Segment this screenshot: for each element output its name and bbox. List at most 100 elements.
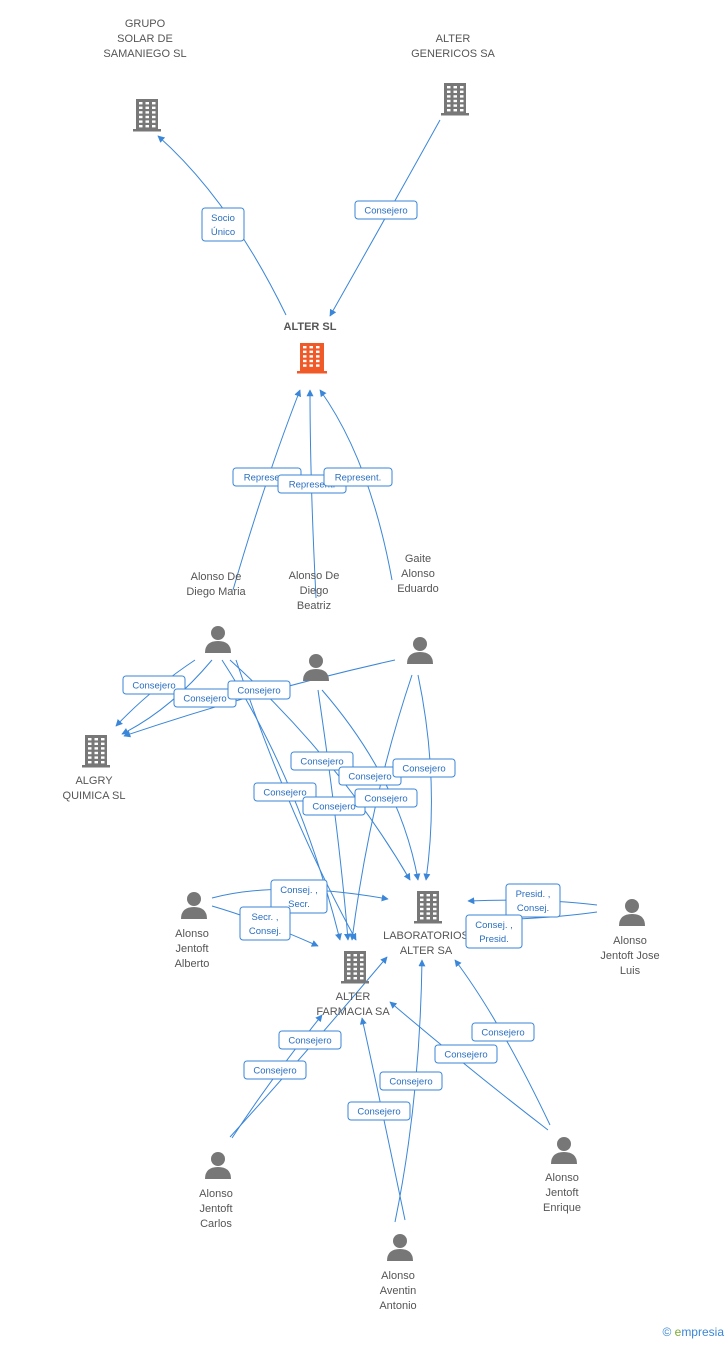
node-label-line: Enrique	[543, 1202, 581, 1214]
edge-label-line: Represent.	[335, 473, 381, 484]
node-alter[interactable]: ALTER SL	[284, 321, 337, 374]
edge-label-text: Consejero	[132, 681, 175, 692]
edge-label-line: Presid. ,	[516, 889, 551, 900]
node-label-line: ALGRY	[75, 775, 113, 787]
edge-label-line: Consejero	[288, 1036, 331, 1047]
node-label-line: Alonso	[381, 1270, 415, 1282]
person-icon	[619, 899, 645, 926]
edge-label-line: Consej. ,	[280, 885, 318, 896]
edge-label-text: Secr. ,Consej.	[249, 912, 281, 937]
edge-label-consejero-low-5: Consejero	[379, 1071, 443, 1091]
node-label-line: Aventin	[380, 1285, 417, 1297]
edge-label-text: Consejero	[288, 1036, 331, 1047]
person-icon	[205, 626, 231, 653]
edge-label-line: Consejero	[263, 788, 306, 799]
edge-label-consejero-low-2: Consejero	[243, 1060, 307, 1080]
node-label: ALTER SL	[284, 321, 337, 333]
node-label-line: Alonso De	[191, 571, 242, 583]
edge-label-consej-secr: Consej. , Secr.	[270, 879, 328, 914]
edge-label-line: Consejero	[253, 1066, 296, 1077]
node-label-line: Alonso	[613, 935, 647, 947]
node-label-line: Luis	[620, 965, 641, 977]
edge-label-line: Secr.	[288, 899, 310, 910]
building-icon	[297, 343, 327, 374]
edge-line-24	[454, 959, 551, 1126]
edges-layer	[115, 119, 598, 1223]
person-icon	[551, 1137, 577, 1164]
edge-label-line: Represent.	[244, 473, 290, 484]
person-icon	[181, 892, 207, 919]
person-icon	[303, 654, 329, 681]
edge-line-25	[389, 1001, 549, 1131]
edge-label-text: Consejero	[237, 686, 280, 697]
edge-label-line: Consejero	[357, 1107, 400, 1118]
edge-label-line: Consejero	[402, 764, 445, 775]
node-label-line: GRUPO	[125, 18, 166, 30]
edge-label-text: Consejero	[183, 694, 226, 705]
edge-label-line: Consejero	[132, 681, 175, 692]
node-label-line: SAMANIEGO SL	[103, 48, 186, 60]
node-maria[interactable]: Alonso De Diego Maria	[186, 571, 247, 653]
node-label-line: Jentoft	[199, 1203, 232, 1215]
node-farmacia[interactable]: ALTER FARMACIA SA	[316, 951, 390, 1018]
person-icon	[407, 637, 433, 664]
person-icon	[387, 1234, 413, 1261]
node-label-line: Alonso	[401, 568, 435, 580]
node-label-line: Eduardo	[397, 583, 439, 595]
node-label: Alonso De Diego Maria	[186, 571, 246, 598]
node-grupo[interactable]: GRUPO SOLAR DE SAMANIEGO SL	[103, 18, 187, 132]
node-label-line: Alberto	[175, 958, 210, 970]
edge-label-consejero-algry-2: Consejero	[173, 688, 237, 708]
edge-label-text: Consejero	[312, 802, 355, 813]
edge-line-15	[417, 674, 432, 881]
edge-line-11	[235, 659, 357, 941]
node-label-line: Diego Maria	[186, 586, 246, 598]
node-label-line: FARMACIA SA	[316, 1006, 390, 1018]
edge-label-text: Consejero	[357, 1107, 400, 1118]
edge-label-line: Secr. ,	[252, 912, 279, 923]
edge-label-text: Consejero	[481, 1028, 524, 1039]
edge-label-line: Consejero	[300, 757, 343, 768]
node-label-line: Alonso	[175, 928, 209, 940]
edge-label-line: Consejero	[312, 802, 355, 813]
building-icon	[133, 99, 161, 132]
person-icon	[205, 1152, 231, 1179]
edge-label-line: Consej.	[517, 903, 549, 914]
building-icon	[82, 735, 110, 768]
node-label-line: Beatriz	[297, 600, 331, 612]
node-label-line: Alonso	[545, 1172, 579, 1184]
edge-label-text: Consej. , Secr.	[280, 885, 318, 910]
node-label-line: Jentoft	[545, 1187, 578, 1199]
edge-label-text: Consejero	[253, 1066, 296, 1077]
node-label-line: SOLAR DE	[117, 33, 173, 45]
node-label-line: ALTER SL	[284, 321, 337, 333]
edge-label-represent-3: Represent.	[323, 467, 393, 487]
edge-label-secr-consej: Secr. ,Consej.	[239, 906, 291, 941]
node-label-line: ALTER	[336, 991, 371, 1003]
edge-label-line: Consejero	[389, 1077, 432, 1088]
edge-label-consejero-mid-1: Consejero	[290, 751, 354, 771]
building-icon	[341, 951, 369, 984]
edge-label-consejero-mid-6: Consejero	[354, 788, 418, 808]
edge-label-consejero-mid-2: Consejero	[338, 766, 402, 786]
edge-label-line: Consejero	[183, 694, 226, 705]
node-label: GRUPO SOLAR DE SAMANIEGO SL	[103, 18, 186, 60]
node-label-line: Alonso	[199, 1188, 233, 1200]
edge-label-line: Único	[211, 227, 235, 238]
node-label-line: LABORATORIOS	[383, 930, 469, 942]
